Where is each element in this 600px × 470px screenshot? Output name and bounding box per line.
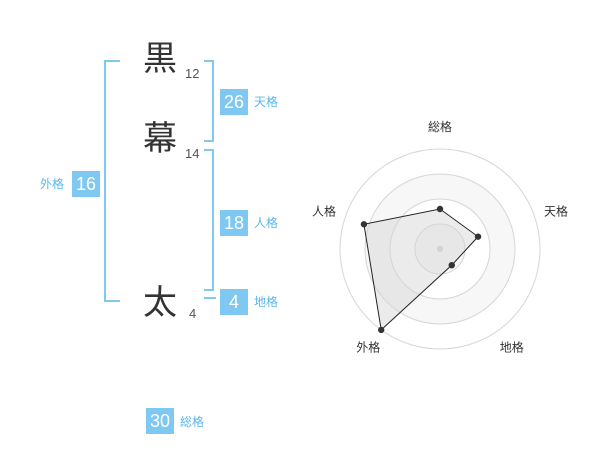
chikaku-label: 地格 [254, 295, 279, 309]
radar-point-2 [448, 261, 455, 269]
jinkaku-bracket [204, 149, 214, 291]
radar-point-0 [436, 205, 444, 213]
radar-axis-label-3: 外格 [356, 340, 380, 355]
gaikaku-bracket [104, 60, 120, 302]
jinkaku-label: 人格 [254, 216, 279, 230]
name-char-3: 太 [143, 283, 177, 323]
gaikaku-label: 外格 [40, 177, 65, 191]
radar-area [363, 208, 479, 331]
tenkaku-value: 26 [220, 89, 248, 115]
radar-point-3 [378, 326, 385, 334]
radar-point-4 [360, 221, 368, 228]
name-char-1: 黒 [143, 39, 177, 79]
stroke-count-1: 12 [185, 66, 200, 81]
stroke-count-3: 4 [189, 306, 197, 321]
radar-center [437, 246, 443, 252]
stroke-count-2: 14 [185, 146, 200, 161]
radar-point-1 [474, 233, 482, 240]
radar-axis-label-2: 地格 [500, 340, 524, 355]
tenkaku-label: 天格 [254, 95, 279, 109]
chikaku-bracket [204, 297, 216, 299]
tenkaku-bracket [204, 60, 214, 142]
radar-axis-label-4: 人格 [312, 203, 336, 218]
soukaku-label: 総格 [180, 415, 205, 429]
gaikaku-value: 16 [72, 171, 100, 197]
chikaku-value: 4 [220, 289, 248, 315]
name-char-2: 幕 [143, 119, 177, 159]
radar-axis-label-1: 天格 [544, 203, 568, 218]
radar-axis-label-0: 総格 [428, 119, 452, 134]
soukaku-value: 30 [146, 408, 174, 434]
jinkaku-value: 18 [220, 210, 248, 236]
